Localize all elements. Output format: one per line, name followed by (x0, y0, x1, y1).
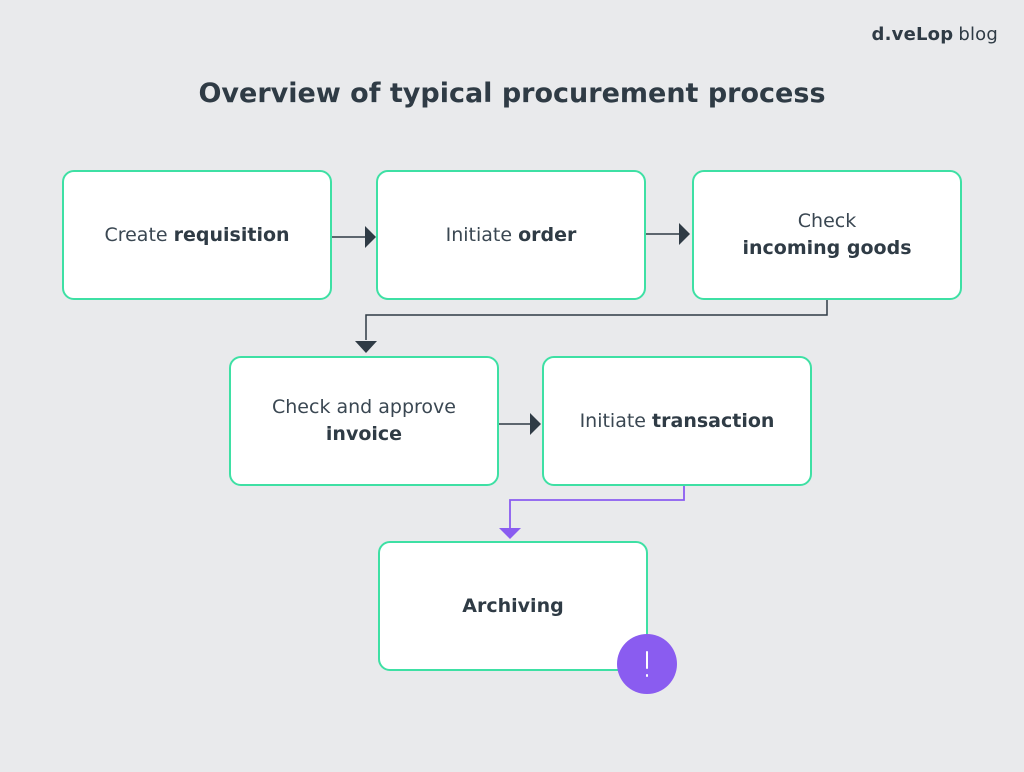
exclamation-icon (645, 651, 649, 677)
arrowhead-to-goods (679, 223, 690, 245)
arrowhead-to-transaction (530, 413, 541, 435)
diagram-title: Overview of typical procurement process (198, 78, 826, 109)
step-initiate-transaction: Initiate transaction (542, 356, 812, 486)
arrowhead-to-invoice (355, 341, 377, 353)
connector-transaction-to-archiving (509, 486, 685, 528)
step-label-bold: incoming goods (742, 237, 912, 259)
step-label-bold: invoice (325, 423, 403, 445)
step-label: Create (104, 223, 168, 246)
step-label-bold: transaction (652, 409, 775, 432)
step-check-approve-invoice: Check and approve invoice (229, 356, 499, 486)
step-label: Initiate (579, 409, 646, 432)
step-initiate-order: Initiate order (376, 170, 646, 300)
brand-logo-mark: d.veLop (871, 24, 954, 45)
brand-logo-suffix: blog (958, 24, 998, 45)
step-check-incoming-goods: Check incoming goods (692, 170, 962, 300)
step-archiving: Archiving (378, 541, 648, 671)
arrowhead-to-archiving (499, 528, 521, 539)
step-label: Initiate (445, 223, 513, 246)
connector-goods-to-invoice (365, 300, 828, 340)
arrowhead-to-order (365, 226, 376, 248)
step-create-requisition: Create requisition (62, 170, 332, 300)
step-label: Check (797, 210, 857, 232)
step-label-bold: requisition (173, 223, 290, 246)
step-label-bold: order (518, 223, 577, 246)
step-label-bold: Archiving (462, 594, 564, 617)
step-label: Check and approve (272, 396, 456, 418)
exclamation-badge (617, 634, 677, 694)
